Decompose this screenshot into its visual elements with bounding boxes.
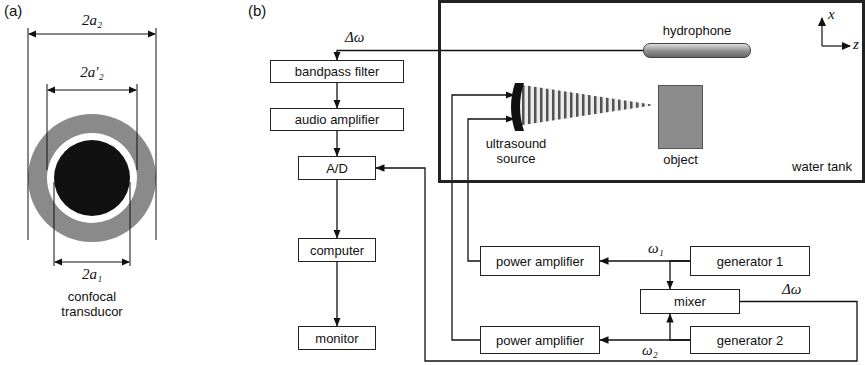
ultrasound-beam bbox=[516, 84, 655, 126]
node-label: computer bbox=[310, 243, 364, 258]
process-box: mixer bbox=[640, 289, 740, 314]
object: object bbox=[658, 85, 703, 149]
node-label: ultrasound source bbox=[479, 137, 553, 167]
panel-label: (a) bbox=[4, 2, 22, 19]
dimension-label: z bbox=[853, 36, 859, 53]
signal-line bbox=[452, 95, 514, 340]
node-label: generator 2 bbox=[717, 333, 784, 348]
signal-label: Δω bbox=[780, 281, 803, 298]
signal-label: ω₁ bbox=[646, 240, 666, 257]
signal-line bbox=[336, 131, 337, 156]
signal-label: Δω bbox=[343, 29, 366, 46]
axes bbox=[822, 18, 850, 46]
water-tank: water tank hydrophone ultrasound source obj… bbox=[438, 0, 865, 183]
hydrophone: hydrophone bbox=[643, 43, 751, 58]
process-box: bandpass filter bbox=[270, 60, 404, 83]
node-label: hydrophone bbox=[663, 23, 732, 38]
signal-line bbox=[670, 261, 690, 289]
node-label: power amplifier bbox=[496, 254, 584, 269]
node-label: bandpass filter bbox=[295, 64, 380, 79]
signal-line bbox=[376, 168, 857, 361]
dimension-lines bbox=[28, 28, 156, 266]
node-label: mixer bbox=[674, 294, 706, 309]
signal-line bbox=[336, 83, 337, 108]
process-box: audio amplifier bbox=[270, 108, 404, 131]
process-box: power amplifier bbox=[480, 326, 600, 354]
node-label: object bbox=[663, 152, 698, 167]
signal-line bbox=[336, 180, 337, 238]
panel-label: (b) bbox=[248, 2, 266, 19]
dimension-label: 2a₁ bbox=[82, 266, 102, 283]
process-box: power amplifier bbox=[480, 246, 600, 276]
caption-label: confocal transducor bbox=[47, 290, 137, 320]
transducer-shape bbox=[508, 83, 524, 131]
process-box: computer bbox=[298, 238, 376, 262]
process-box: A/D bbox=[298, 156, 376, 180]
signal-label: ω₂ bbox=[640, 342, 660, 359]
signal-line bbox=[337, 51, 643, 61]
process-box: generator 1 bbox=[690, 246, 810, 276]
node-label: water tank bbox=[792, 159, 852, 174]
process-box: monitor bbox=[298, 326, 376, 350]
process-box: generator 2 bbox=[690, 326, 810, 354]
ultrasound-source: ultrasound source bbox=[508, 83, 524, 131]
node-label: generator 1 bbox=[717, 254, 784, 269]
node-label: monitor bbox=[315, 331, 358, 346]
node-label: audio amplifier bbox=[295, 112, 380, 127]
node-label: power amplifier bbox=[496, 333, 584, 348]
signal-line bbox=[670, 314, 690, 340]
dimension-label: 2a₂ bbox=[82, 12, 102, 29]
node-label: A/D bbox=[326, 161, 348, 176]
dimension-label: 2a′₂ bbox=[80, 64, 104, 81]
dimension-label: x bbox=[828, 6, 835, 23]
signal-line bbox=[336, 262, 337, 326]
